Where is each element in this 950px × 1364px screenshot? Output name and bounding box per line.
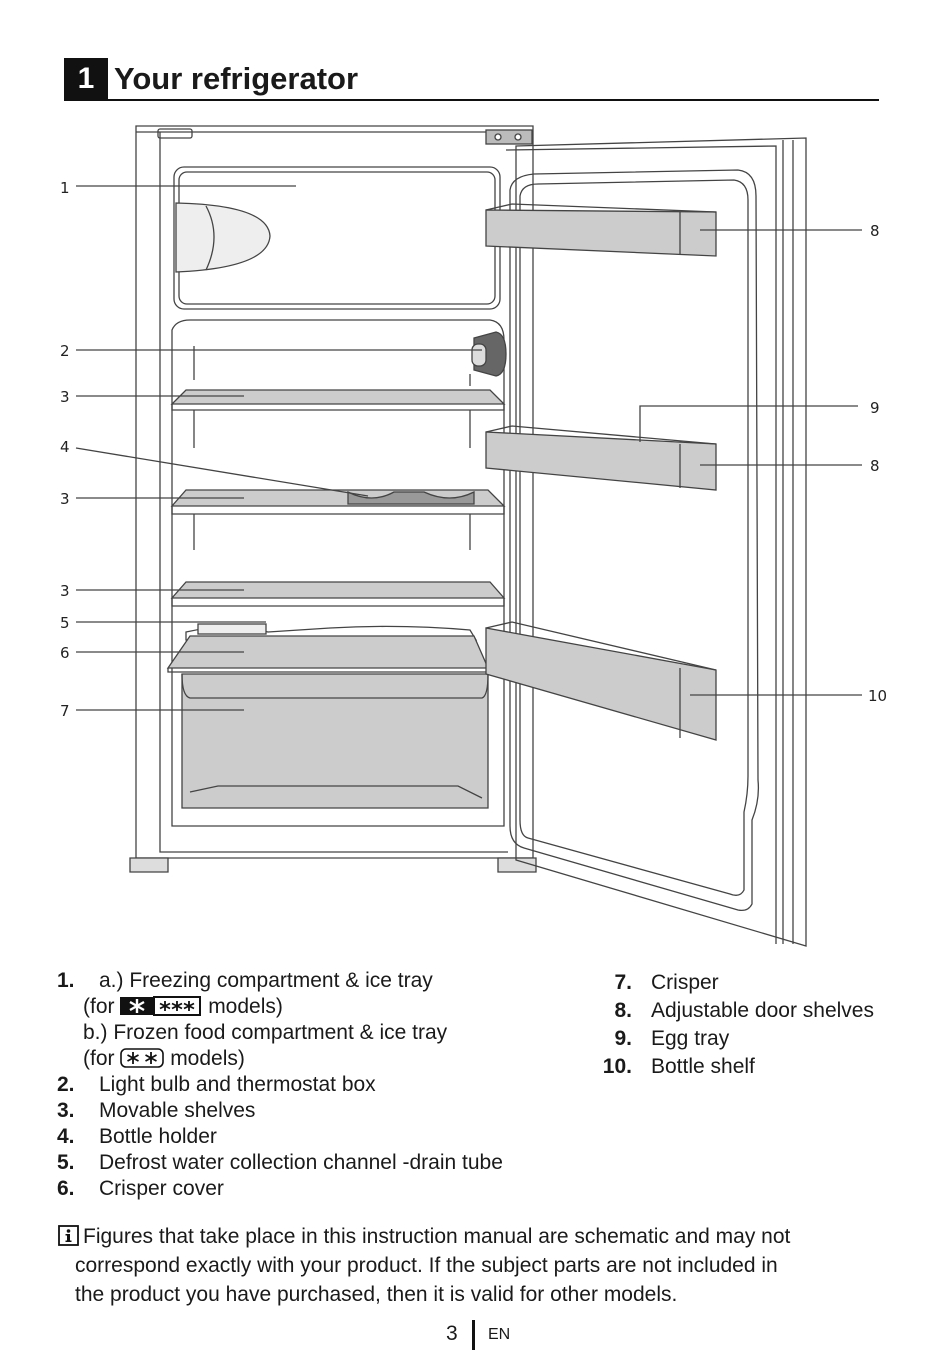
legend-label: Egg tray bbox=[651, 1027, 730, 1050]
note-line-1: Figures that take place in this instruct… bbox=[83, 1225, 791, 1248]
callout-9: 9 bbox=[870, 399, 880, 417]
legend-item-7: 7. Crisper bbox=[596, 970, 926, 998]
bottle-shelf bbox=[485, 627, 717, 741]
crisper bbox=[181, 673, 489, 809]
four-star-freezer-icon bbox=[120, 996, 202, 1016]
legend-number: 3. bbox=[57, 1099, 75, 1122]
callout-10: 10 bbox=[868, 687, 887, 705]
shelf-1 bbox=[170, 389, 506, 405]
legend-label: Defrost water collection channel -drain … bbox=[99, 1151, 503, 1174]
hinge bbox=[485, 129, 533, 145]
legend-label: Adjustable door shelves bbox=[651, 999, 874, 1022]
legend-number: 9. bbox=[614, 1027, 632, 1050]
callout-4: 4 bbox=[60, 438, 70, 456]
language-code: EN bbox=[488, 1326, 511, 1343]
legend-label: Movable shelves bbox=[99, 1099, 256, 1122]
legend-number: 10. bbox=[602, 1055, 632, 1078]
note-line-1-row: Figures that take place in this instruct… bbox=[58, 1222, 888, 1251]
parts-legend-left: 1. a.) Freezing compartment & ice tray (… bbox=[57, 968, 577, 1202]
legend-label: Crisper bbox=[651, 971, 719, 994]
legend-number: 6. bbox=[57, 1177, 75, 1200]
legend-number: 1. bbox=[57, 969, 75, 992]
callout-3a: 3 bbox=[60, 388, 70, 406]
door-gasket bbox=[509, 169, 760, 912]
parts-legend-right: 7. Crisper 8. Adjustable door shelves 9.… bbox=[596, 970, 926, 1082]
note-line-2: correspond exactly with your product. If… bbox=[75, 1254, 778, 1277]
callout-6: 6 bbox=[60, 644, 70, 662]
legend-item-8: 8. Adjustable door shelves bbox=[596, 998, 926, 1026]
legend-number: 4. bbox=[57, 1125, 75, 1148]
info-icon bbox=[58, 1225, 79, 1246]
note-line-3: the product you have purchased, then it … bbox=[75, 1283, 678, 1306]
legend-label: Bottle holder bbox=[99, 1125, 217, 1148]
door-shelf-top bbox=[485, 209, 717, 257]
legend-item-10: 10. Bottle shelf bbox=[596, 1054, 926, 1082]
legend-item-2: 2. Light bulb and thermostat box bbox=[57, 1072, 577, 1098]
legend-number: 2. bbox=[57, 1073, 75, 1096]
legend-label-line: (for models) bbox=[83, 994, 283, 1020]
legend-item-1-line3: b.) Frozen food compartment & ice tray bbox=[57, 1020, 577, 1046]
section-header: 1 Your refrigerator bbox=[64, 58, 879, 102]
legend-number: 7. bbox=[614, 971, 632, 994]
legend-text: (for bbox=[83, 1047, 115, 1070]
page-number: 3 bbox=[446, 1322, 458, 1345]
legend-text: models) bbox=[208, 995, 283, 1018]
legend-label: a.) Freezing compartment & ice tray bbox=[99, 969, 433, 992]
legend-item-1-line4: (for models) bbox=[57, 1046, 577, 1072]
left-foot bbox=[129, 857, 169, 873]
callout-8a: 8 bbox=[870, 222, 880, 240]
callout-2: 2 bbox=[60, 342, 70, 360]
legend-text: (for bbox=[83, 995, 115, 1018]
page-title: Your refrigerator bbox=[114, 61, 359, 96]
footer-divider bbox=[472, 1320, 475, 1350]
callout-5: 5 bbox=[60, 614, 70, 632]
door-shelf-middle bbox=[485, 431, 717, 491]
callout-3c: 3 bbox=[60, 582, 70, 600]
schematic-note: Figures that take place in this instruct… bbox=[58, 1222, 888, 1309]
legend-label-line: (for models) bbox=[83, 1046, 245, 1072]
refrigerator-diagram: 1 2 3 4 3 3 5 6 7 8 9 8 10 bbox=[60, 125, 887, 947]
legend-item-5: 5. Defrost water collection channel -dra… bbox=[57, 1150, 577, 1176]
page-footer: 3 EN bbox=[0, 1320, 950, 1352]
legend-item-9: 9. Egg tray bbox=[596, 1026, 926, 1054]
legend-number: 5. bbox=[57, 1151, 75, 1174]
legend-item-3: 3. Movable shelves bbox=[57, 1098, 577, 1124]
legend-item-1: 1. a.) Freezing compartment & ice tray bbox=[57, 968, 577, 994]
legend-label: Bottle shelf bbox=[651, 1055, 755, 1078]
legend-label: Light bulb and thermostat box bbox=[99, 1073, 376, 1096]
ice-tray bbox=[175, 202, 271, 273]
section-number-badge: 1 bbox=[64, 58, 108, 100]
right-foot bbox=[497, 857, 537, 873]
header-rule bbox=[64, 99, 879, 101]
callout-3b: 3 bbox=[60, 490, 70, 508]
legend-number: 8. bbox=[614, 999, 632, 1022]
callout-8b: 8 bbox=[870, 457, 880, 475]
legend-label: b.) Frozen food compartment & ice tray bbox=[83, 1021, 448, 1044]
bottle-holder bbox=[347, 490, 475, 505]
two-star-icon bbox=[120, 1048, 165, 1068]
callout-7: 7 bbox=[60, 702, 70, 720]
door-outline bbox=[515, 137, 807, 947]
legend-item-6: 6. Crisper cover bbox=[57, 1176, 577, 1202]
callout-1: 1 bbox=[60, 179, 70, 197]
top-vent bbox=[157, 128, 193, 139]
legend-label: Crisper cover bbox=[99, 1177, 224, 1200]
legend-text: models) bbox=[170, 1047, 245, 1070]
legend-item-1-line2: (for models) bbox=[57, 994, 577, 1020]
legend-item-4: 4. Bottle holder bbox=[57, 1124, 577, 1150]
